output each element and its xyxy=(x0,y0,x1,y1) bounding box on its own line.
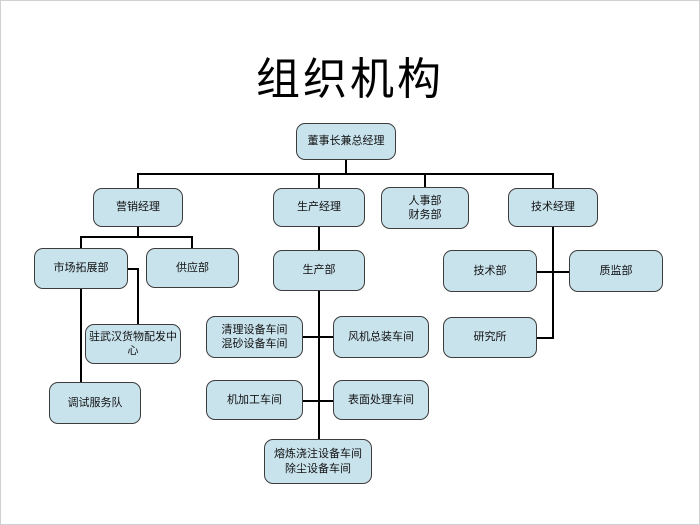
org-node-supply[interactable]: 供应部 xyxy=(146,248,239,288)
org-node-surface[interactable]: 表面处理车间 xyxy=(333,380,429,420)
org-node-quality-dept[interactable]: 质监部 xyxy=(569,250,663,292)
connector-line xyxy=(303,400,333,402)
connector-line xyxy=(137,227,139,237)
org-node-production-manager[interactable]: 生产经理 xyxy=(273,188,365,227)
connector-line xyxy=(318,173,320,189)
org-node-marketing-manager[interactable]: 营销经理 xyxy=(93,188,183,227)
org-node-fan-assembly[interactable]: 风机总装车间 xyxy=(333,316,429,358)
connector-line xyxy=(552,227,554,339)
connector-line xyxy=(345,160,347,174)
connector-line xyxy=(80,289,82,383)
org-node-production-dept[interactable]: 生产部 xyxy=(273,250,365,291)
org-node-chairman[interactable]: 董事长兼总经理 xyxy=(296,123,396,160)
connector-line xyxy=(137,173,139,189)
connector-line xyxy=(303,336,333,338)
connector-line xyxy=(552,173,554,189)
org-node-debug-team[interactable]: 调试服务队 xyxy=(49,382,141,424)
connector-line xyxy=(318,227,320,251)
connector-line xyxy=(191,236,193,249)
org-node-wuhan-center[interactable]: 驻武汉货物配发中心 xyxy=(85,324,181,364)
connector-line xyxy=(126,268,139,270)
org-node-cleaning-sand[interactable]: 清理设备车间 混砂设备车间 xyxy=(206,316,303,358)
org-node-research[interactable]: 研究所 xyxy=(443,317,537,358)
connector-line xyxy=(137,173,554,175)
connector-line xyxy=(137,268,139,325)
org-node-tech-dept[interactable]: 技术部 xyxy=(443,250,537,292)
org-node-melting-dust[interactable]: 熔炼浇注设备车间 除尘设备车间 xyxy=(264,439,372,484)
connector-line xyxy=(537,337,554,339)
org-node-market-dev[interactable]: 市场拓展部 xyxy=(34,248,128,289)
connector-line xyxy=(80,236,193,238)
org-node-tech-manager[interactable]: 技术经理 xyxy=(508,188,598,227)
connector-line xyxy=(424,173,426,188)
org-node-machining[interactable]: 机加工车间 xyxy=(206,380,303,420)
org-node-hr-finance[interactable]: 人事部 财务部 xyxy=(381,187,469,229)
connector-line xyxy=(537,271,569,273)
page-title: 组织机构 xyxy=(256,55,444,104)
connector-line xyxy=(80,236,82,249)
connector-line xyxy=(318,291,320,440)
